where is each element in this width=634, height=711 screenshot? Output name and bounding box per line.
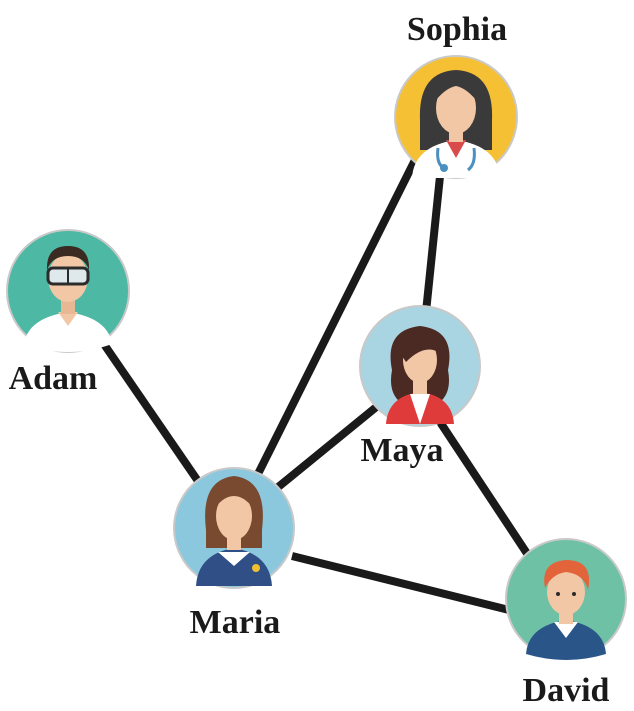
person-label: Maya <box>360 432 443 469</box>
person-node-maya: Maya <box>359 305 481 469</box>
boy-red-hair-icon <box>526 560 606 660</box>
person-node-sophia: Sophia <box>394 11 518 179</box>
edge-sophia-maria <box>252 148 424 480</box>
person-label: Adam <box>9 360 98 397</box>
man-with-goggles-icon <box>24 246 112 352</box>
woman-red-jacket-icon <box>386 326 454 424</box>
edge-maya-david <box>436 419 532 558</box>
person-node-maria: Maria <box>173 467 295 641</box>
edge-maya-maria <box>274 400 383 492</box>
connections-layer <box>93 117 532 614</box>
person-label: Maria <box>190 604 281 641</box>
flight-attendant-icon <box>196 476 272 586</box>
female-doctor-icon <box>412 70 500 178</box>
person-node-adam: Adam <box>6 229 130 397</box>
person-label: David <box>523 672 610 709</box>
edge-maria-david <box>291 552 510 614</box>
edge-adam-maria <box>93 331 204 487</box>
person-node-david: David <box>505 538 627 709</box>
person-label: Sophia <box>407 11 507 48</box>
